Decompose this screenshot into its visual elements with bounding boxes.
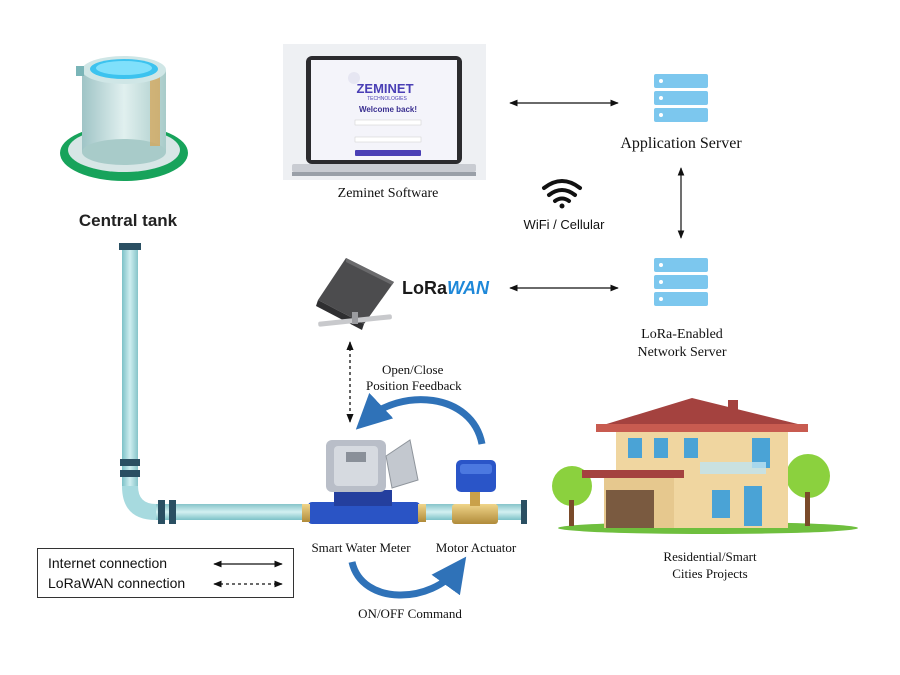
network-server-label: LoRa-Enabled Network Server <box>612 326 752 362</box>
network-server-line1: LoRa-Enabled <box>641 327 723 342</box>
command-label: ON/OFF Command <box>358 606 462 621</box>
software-label: Zeminet Software <box>337 186 439 201</box>
command-arc <box>348 556 467 599</box>
house-label: Residential/Smart Cities Projects <box>650 548 770 582</box>
central-tank-icon <box>60 56 188 181</box>
feedback-line1: Open/Close <box>382 362 444 377</box>
laptop-brand-sub: TECHNOLOGIES <box>367 96 407 102</box>
central-tank-label: Central tank <box>79 211 178 230</box>
meter-label: Smart Water Meter <box>311 540 411 555</box>
application-server-label: Application Server <box>620 135 742 152</box>
lorawan-logo-wan: WAN <box>447 278 490 298</box>
legend: Internet connection LoRaWAN connection <box>37 548 294 598</box>
feedback-arc <box>355 392 486 445</box>
wifi-icon <box>542 179 582 209</box>
house-icon <box>552 398 858 534</box>
wifi-cellular-label: WiFi / Cellular <box>523 217 605 232</box>
internet-arrows <box>509 99 685 292</box>
water-pipe <box>119 243 527 524</box>
smart-water-meter-icon <box>302 439 426 524</box>
feedback-line2: Position Feedback <box>366 378 462 393</box>
lorawan-logo: LoRaWAN <box>402 278 490 298</box>
legend-lorawan-label: LoRaWAN connection <box>48 575 186 591</box>
house-line1: Residential/Smart <box>663 549 757 564</box>
motor-actuator-icon <box>452 460 498 524</box>
network-server-icon <box>654 258 708 306</box>
laptop-welcome: Welcome back! <box>359 105 417 114</box>
actuator-label: Motor Actuator <box>435 540 517 555</box>
legend-internet-label: Internet connection <box>48 555 168 571</box>
lorawan-logo-lora: LoRa <box>402 278 448 298</box>
laptop-icon <box>283 44 486 180</box>
feedback-label: Open/Close Position Feedback <box>366 362 486 394</box>
house-line2: Cities Projects <box>672 566 748 581</box>
lora-gateway-icon <box>316 258 394 330</box>
laptop-brand: ZEMINET <box>356 81 413 96</box>
network-server-line2: Network Server <box>637 345 727 360</box>
application-server-icon <box>654 74 708 122</box>
